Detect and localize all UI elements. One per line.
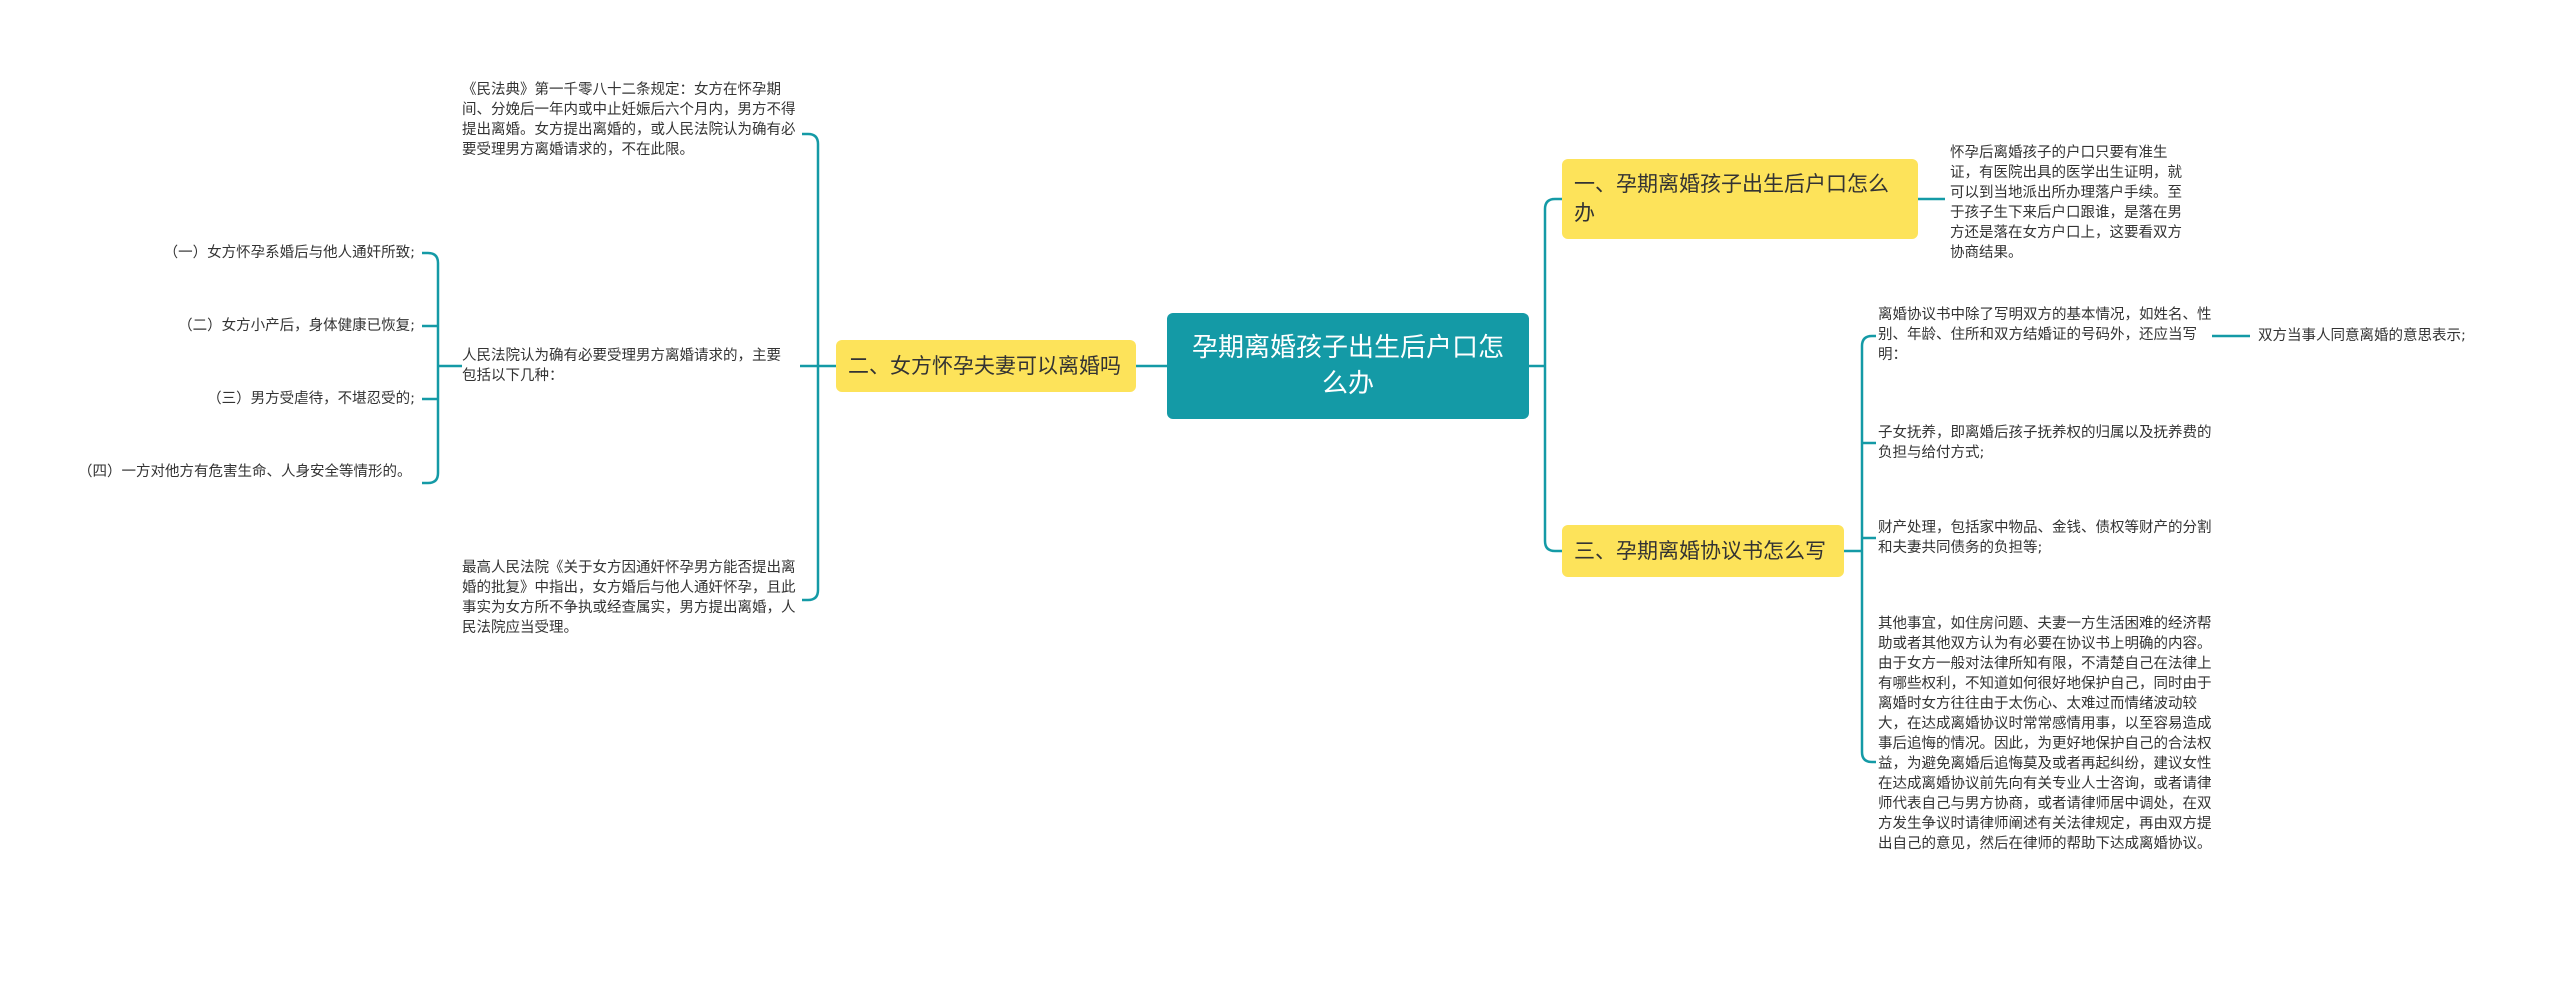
leaf-case-2: （二）女方小产后，身体健康已恢复;	[178, 318, 415, 334]
spine-agreement	[1860, 334, 1876, 764]
leaf-court-cases: 人民法院认为确有必要受理男方离婚请求的，主要包括以下几种：	[462, 348, 781, 384]
leaf-civil-code: 《民法典》第一千零八十二条规定：女方在怀孕期间、分娩后一年内或中止妊娠后六个月内…	[462, 82, 796, 158]
leaf-case-3: （三）男方受虐待，不堪忍受的;	[207, 391, 415, 407]
leaf-supreme-court: 最高人民法院《关于女方因通奸怀孕男方能否提出离婚的批复》中指出，女方婚后与他人通…	[462, 560, 796, 636]
leaf-case-4: （四）一方对他方有危害生命、人身安全等情形的。	[78, 464, 412, 480]
leaf-case-1: （一）女方怀孕系婚后与他人通奸所致;	[163, 245, 415, 261]
branch-can-divorce[interactable]: 二、女方怀孕夫妻可以离婚吗	[836, 340, 1136, 392]
leaf-other-matters: 其他事宜，如住房问题、夫妻一方生活困难的经济帮助或者其他双方认为有必要在协议书上…	[1878, 616, 2212, 852]
leaf-child-custody: 子女抚养，即离婚后孩子抚养权的归属以及抚养费的负担与给付方式;	[1878, 425, 2212, 461]
spine-root-right	[1543, 197, 1562, 553]
leaf-consent: 双方当事人同意离婚的意思表示;	[2258, 328, 2466, 344]
branch-agreement[interactable]: 三、孕期离婚协议书怎么写	[1562, 525, 1844, 577]
branch-hukou[interactable]: 一、孕期离婚孩子出生后户口怎么办	[1562, 159, 1918, 239]
spine-court-cases	[422, 251, 440, 485]
leaf-hukou-note: 怀孕后离婚孩子的户口只要有准生证，有医院出具的医学出生证明，就可以到当地派出所办…	[1950, 145, 2182, 261]
root-node[interactable]: 孕期离婚孩子出生后户口怎么办	[1167, 313, 1529, 419]
leaf-property: 财产处理，包括家中物品、金钱、债权等财产的分割和夫妻共同债务的负担等;	[1878, 520, 2212, 556]
leaf-basic-info: 离婚协议书中除了写明双方的基本情况，如姓名、性别、年龄、住所和双方结婚证的号码外…	[1878, 307, 2212, 363]
